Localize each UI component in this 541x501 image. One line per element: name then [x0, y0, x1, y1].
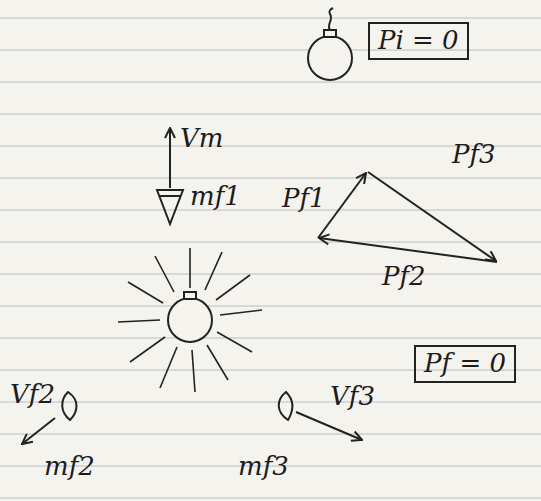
ruled-paper	[0, 18, 541, 498]
bomb-intact	[308, 8, 352, 80]
quantity-label: Vm	[180, 124, 223, 154]
momentum-arrow-vm	[169, 128, 171, 188]
boxed-equation: Pf = 0	[414, 345, 516, 383]
quantity-label: Vf3	[330, 382, 375, 412]
quantity-label: mf3	[238, 452, 289, 482]
fragment-1	[157, 190, 183, 224]
quantity-label: Pf2	[382, 262, 426, 292]
quantity-label: mf1	[190, 182, 241, 212]
quantity-label: Vf2	[10, 380, 55, 410]
boxed-equation: Pi = 0	[368, 22, 469, 60]
quantity-label: Pf1	[282, 184, 326, 214]
equation-text: Pf = 0	[424, 349, 506, 379]
quantity-label: Pf3	[452, 140, 496, 170]
equation-text: Pi = 0	[378, 26, 459, 56]
bomb-exploding	[118, 248, 262, 392]
quantity-label: mf2	[44, 452, 95, 482]
momentum-triangle	[318, 172, 497, 262]
